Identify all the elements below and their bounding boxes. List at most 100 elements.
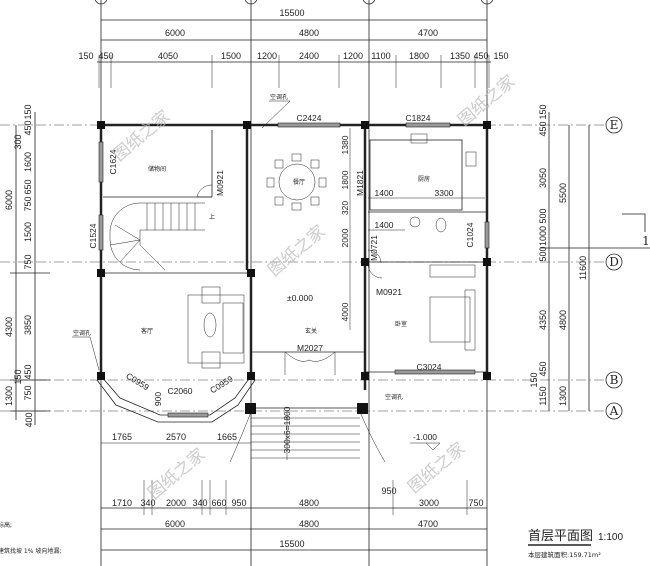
dim-right-detail: 450 bbox=[538, 121, 548, 136]
dim-left-detail: 750 bbox=[23, 196, 33, 211]
dim-left-detail: 1500 bbox=[23, 222, 33, 242]
bottom-dimensions: 1710 340 2000 340 660 950 4800 950 3000 … bbox=[101, 480, 487, 551]
room-foyer: 玄关 bbox=[305, 327, 317, 335]
columns bbox=[97, 121, 491, 414]
dim-top-detail: 1500 bbox=[221, 51, 241, 61]
dim-right-detail: 150 bbox=[529, 372, 539, 387]
axis-label-d: D bbox=[609, 255, 619, 269]
dim-left-detail: 450 bbox=[23, 120, 33, 135]
dim-top-detail: 2400 bbox=[299, 51, 319, 61]
dim-top-detail: 150 bbox=[493, 51, 508, 61]
window-label: C0959 bbox=[208, 373, 235, 395]
dim-top-detail: 1200 bbox=[343, 51, 363, 61]
door-label: M2027 bbox=[297, 343, 323, 353]
right-dimensions: 150 450 3050 500 1000 500 4350 450 150 1… bbox=[529, 104, 650, 420]
dim-left-detail: 650 bbox=[23, 179, 33, 194]
watermark: 图纸之家 bbox=[144, 445, 209, 504]
window-label: C3024 bbox=[416, 362, 441, 372]
dim-bottom-bay: 6000 bbox=[165, 519, 185, 529]
dim-bay-window: 2570 bbox=[166, 432, 186, 442]
watermark: 图纸之家 bbox=[109, 107, 174, 166]
ac-hole-label: 空调孔 bbox=[385, 393, 403, 401]
dim-top-detail: 150 bbox=[78, 51, 93, 61]
furniture bbox=[187, 133, 477, 369]
left-dimensions: 6000 4300 1300 400 150 450 300 1600 650 … bbox=[4, 104, 50, 428]
window-label: C2424 bbox=[296, 113, 321, 123]
dim-bottom-detail: 340 bbox=[192, 498, 207, 508]
dim-top-detail: 1800 bbox=[409, 51, 429, 61]
watermark: 图纸之家 bbox=[264, 222, 329, 281]
ac-hole-label: 空调孔 bbox=[270, 93, 288, 101]
dim-left-detail: 750 bbox=[23, 385, 33, 400]
dim-left-detail: 3850 bbox=[23, 315, 33, 335]
dim-bottom-detail: 340 bbox=[140, 498, 155, 508]
dim-kitchen: 1400 bbox=[375, 188, 394, 198]
dim-right-detail: 1150 bbox=[538, 386, 548, 405]
floor-area: 本层建筑面积:159.71m² bbox=[528, 550, 601, 559]
dim-right-outer: 5500 bbox=[558, 183, 568, 203]
dim-top-detail: 1200 bbox=[257, 51, 277, 61]
note-line: 标高; bbox=[0, 521, 12, 529]
room-kitchen: 厨房 bbox=[418, 175, 430, 183]
dim-top-detail: 450 bbox=[98, 51, 113, 61]
dim-left-outer: 1300 bbox=[4, 386, 14, 406]
opening-labels: C1624 M0921 C2424 C1824 M1821 C1524 M072… bbox=[88, 113, 475, 454]
dim-right-total: 11600 bbox=[578, 256, 588, 280]
dim-top-bay: 6000 bbox=[165, 28, 185, 38]
dim-left-detail: 300 bbox=[13, 134, 23, 149]
dim-bottom-detail: 950 bbox=[381, 486, 396, 496]
dim-left-detail: 450 bbox=[23, 364, 33, 379]
dim-right-detail: 3050 bbox=[538, 168, 548, 188]
dim-bay-depth: 900 bbox=[153, 392, 163, 406]
dim-top-detail: 450 bbox=[473, 51, 488, 61]
axis-label-b: B bbox=[610, 373, 619, 387]
dim-left-outer: 400 bbox=[24, 412, 34, 427]
window-label: C2060 bbox=[167, 386, 192, 396]
top-dimensions: 15500 6000 4800 4700 150 450 4050 1500 1… bbox=[78, 8, 509, 88]
drawing-scale: 1:100 bbox=[598, 532, 623, 543]
door-label: M1821 bbox=[355, 170, 365, 196]
dim-kitchen: 1400 bbox=[375, 220, 394, 230]
window-label: C1524 bbox=[88, 223, 98, 248]
window-label: C1824 bbox=[405, 113, 430, 123]
dim-dining: 1800 bbox=[340, 170, 350, 189]
room-living: 客厅 bbox=[141, 327, 153, 335]
watermark: 图纸之家 bbox=[404, 439, 469, 498]
room-dining: 餐厅 bbox=[293, 178, 305, 186]
dim-left-detail: 150 bbox=[23, 104, 33, 119]
dim-bay-window: 1765 bbox=[112, 432, 132, 442]
interior-dimensions: 1380 1800 320 2000 4000 1400 3300 1400 1… bbox=[101, 128, 485, 444]
dim-right-outer: 1300 bbox=[558, 386, 568, 406]
dim-left-outer: 4300 bbox=[4, 317, 14, 337]
dim-dining: 320 bbox=[340, 201, 350, 215]
dim-bottom-detail: 950 bbox=[231, 498, 246, 508]
note-line: 建筑找坡 1% 坡向地漏; bbox=[0, 547, 61, 555]
dim-bay-window: 1665 bbox=[217, 432, 237, 442]
title-block: 首层平面图 1:100 本层建筑面积:159.71m² 标高; 建筑找坡 1% … bbox=[0, 521, 623, 559]
door-label: M0721 bbox=[369, 235, 379, 261]
dim-bottom-detail: 2000 bbox=[166, 498, 186, 508]
dim-dining: 2000 bbox=[340, 228, 350, 247]
dim-bottom-detail: 1710 bbox=[112, 498, 132, 508]
dim-left-outer: 6000 bbox=[4, 190, 14, 210]
room-storage: 储物间 bbox=[148, 165, 166, 173]
dim-bottom-total: 15500 bbox=[279, 539, 304, 549]
dim-right-detail: 1000 bbox=[538, 226, 548, 246]
dim-left-detail: 1600 bbox=[23, 152, 33, 172]
dim-right-detail: 450 bbox=[538, 361, 548, 376]
dim-right-detail: 4350 bbox=[538, 310, 548, 330]
window-label: C1624 bbox=[108, 149, 118, 174]
elevation-floor: ±0.000 bbox=[287, 293, 313, 303]
dim-right-outer: 4800 bbox=[558, 310, 568, 330]
door-label: M0921 bbox=[376, 287, 402, 297]
dim-right-detail: 500 bbox=[538, 208, 548, 223]
dim-bottom-detail: 660 bbox=[211, 498, 226, 508]
dim-kitchen: 3300 bbox=[435, 188, 454, 198]
dim-top-bay: 4700 bbox=[418, 28, 438, 38]
door-label: M0921 bbox=[215, 170, 225, 196]
dim-dining: 1380 bbox=[340, 135, 350, 154]
stair-up-label: 上 bbox=[209, 213, 215, 221]
dim-bottom-bay: 4700 bbox=[418, 519, 438, 529]
dim-right-detail: 150 bbox=[538, 104, 548, 119]
window-label: C1024 bbox=[465, 222, 475, 247]
